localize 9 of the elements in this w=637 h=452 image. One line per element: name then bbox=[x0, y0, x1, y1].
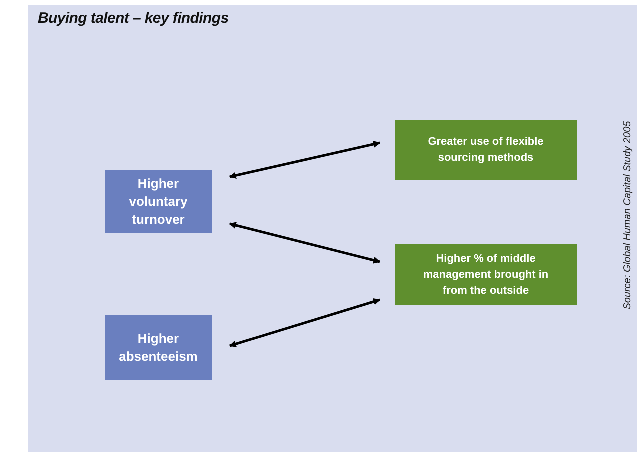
source-note: Source: Global Human Capital Study 2005 bbox=[622, 120, 634, 312]
finding-box: Higher voluntary turnover bbox=[105, 170, 212, 233]
diagram-title: Buying talent – key findings bbox=[38, 10, 229, 27]
double-arrow bbox=[229, 140, 381, 180]
finding-box: Higher % of middle management brought in from the outside bbox=[395, 244, 577, 305]
finding-box: Higher absenteeism bbox=[105, 315, 212, 380]
double-arrow bbox=[229, 298, 381, 348]
double-arrow bbox=[229, 222, 381, 264]
finding-box: Greater use of flexible sourcing methods bbox=[395, 120, 577, 180]
